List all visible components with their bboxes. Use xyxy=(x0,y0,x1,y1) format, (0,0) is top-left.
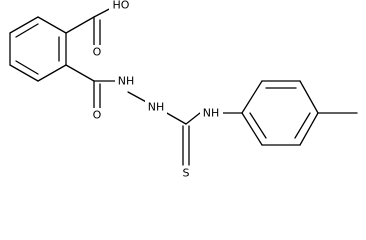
bond-ring1-e xyxy=(9,64,39,82)
bond-ring2-a xyxy=(241,80,263,114)
hydrazide-nh1-label: NH xyxy=(118,75,135,88)
label-mask-s xyxy=(179,166,193,180)
label-mask-cooh-o xyxy=(89,45,104,59)
bond-ring1-inner-a xyxy=(15,23,39,38)
carboxyl-o-label: O xyxy=(93,46,102,59)
bond-ring2-inner-b xyxy=(294,112,311,139)
label-mask-nh1 xyxy=(115,74,137,88)
molecule-structure: HO O O NH NH NH S xyxy=(9,0,358,180)
bonds xyxy=(9,4,358,166)
bond-ring2-c xyxy=(299,80,319,114)
thioamide-nh-label: NH xyxy=(203,107,220,120)
bond-ring1-inner-c xyxy=(15,60,39,75)
atom-labels: HO O O NH NH NH S xyxy=(89,0,223,180)
hydrazide-nh2-label: NH xyxy=(148,101,165,114)
bond-ring1-d xyxy=(37,64,67,82)
bond-ring1-b xyxy=(37,16,67,34)
bond-ring-to-amide xyxy=(65,64,95,82)
bond-ring2-f xyxy=(241,112,263,146)
label-mask-nh2 xyxy=(145,100,167,114)
bond-ring2-inner-c xyxy=(249,112,267,139)
amide-o-label: O xyxy=(93,109,102,122)
thione-s-label: S xyxy=(183,167,190,180)
label-mask-nh3 xyxy=(200,106,223,120)
label-mask-oh xyxy=(109,0,131,13)
label-mask-amide-o xyxy=(89,108,104,122)
bond-thiocarbonyl-nh xyxy=(185,112,201,125)
bond-ring-to-cooh xyxy=(65,16,95,34)
bond-nh-thiocarbonyl xyxy=(164,111,187,125)
carboxyl-oh-label: HO xyxy=(113,0,130,12)
bond-ring1-a xyxy=(9,16,39,34)
bond-ring2-d xyxy=(299,112,319,146)
